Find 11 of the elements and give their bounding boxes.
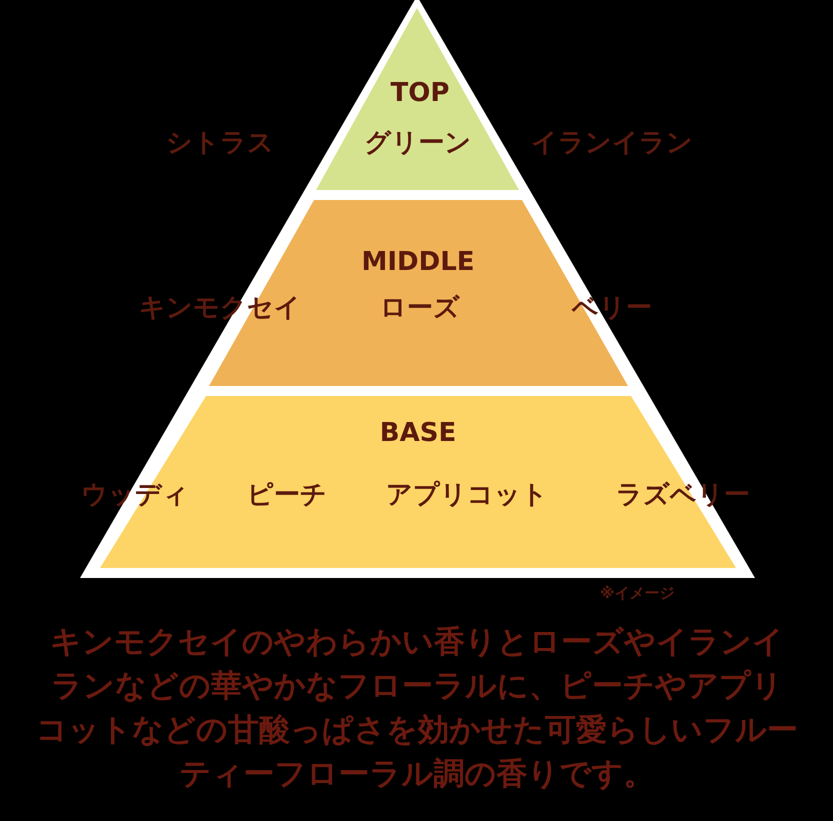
scent-note: ピーチ — [247, 482, 327, 508]
description-text: キンモクセイのやわらかい香りとローズやイランイランなどの華やかなフローラルに、ピーチやアプリコットなどの甘酸っぱさを効かせた可愛らしいフルーティーフローラル調の香りです。 — [36, 623, 798, 794]
tier-heading: TOP — [390, 80, 450, 106]
scent-note: ローズ — [380, 295, 460, 321]
scent-note: アプリコット — [386, 482, 548, 508]
scent-note: グリーン — [364, 130, 472, 156]
scent-note: シトラス — [166, 130, 274, 156]
note-text: ※イメージ — [600, 583, 675, 604]
scent-note: イランイラン — [531, 130, 693, 156]
tier-heading: BASE — [380, 420, 456, 446]
tier-heading: MIDDLE — [361, 249, 475, 275]
